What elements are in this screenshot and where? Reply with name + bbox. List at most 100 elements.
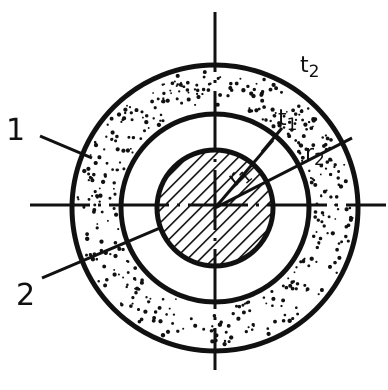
stipple-dot [145,296,148,299]
stipple-dot [100,210,104,214]
stipple-dot [173,80,176,83]
stipple-dot [319,194,323,198]
stipple-dot [103,148,106,151]
stipple-dot [156,122,162,128]
stipple-dot [115,147,120,152]
r2-label: r2 [305,141,325,170]
stipple-dot [111,137,114,140]
stipple-dot [303,122,308,127]
stipple-dot [160,333,166,338]
stipple-dot [262,105,266,109]
stipple-dot [126,271,130,274]
stipple-dot [309,176,312,179]
stipple-dot [297,104,301,108]
stipple-dot [161,297,165,301]
stipple-dot [335,271,338,274]
stipple-dot [150,99,154,104]
stipple-dot [194,103,197,106]
stipple-dot [270,107,275,112]
stipple-dot [127,135,131,139]
stipple-dot [227,340,231,344]
stipple-dot [89,154,92,156]
stipple-dot [262,77,266,82]
stipple-dot [294,118,298,121]
stipple-dot [246,300,251,304]
stipple-dot [125,285,128,289]
stipple-dot [187,91,190,94]
stipple-dot [172,313,176,316]
stipple-dot [346,223,351,228]
stipple-dot [313,182,318,187]
stipple-dot [132,277,137,281]
stipple-dot [280,304,283,308]
stipple-dot [270,289,274,294]
stipple-dot [321,136,324,139]
stipple-dot [186,80,190,85]
stipple-dot [174,298,177,301]
stipple-dot [112,181,116,185]
stipple-dot [282,114,286,118]
stipple-dot [247,108,252,113]
stipple-dot [117,273,120,276]
stipple-dot [319,173,322,176]
stipple-dot [337,255,342,260]
t1-leader-line [260,127,284,153]
stipple-dot [92,172,96,177]
stipple-dot [328,264,332,269]
stipple-dot [193,88,197,91]
stipple-dot [206,88,211,92]
stipple-dot [277,123,282,128]
stipple-dot [110,130,115,135]
stipple-dot [344,207,349,212]
stipple-dot [285,111,288,113]
stipple-dot [105,135,108,138]
stipple-dot [159,113,163,117]
stipple-dot [309,126,314,130]
stipple-dot [264,118,268,122]
stipple-dot [196,94,201,100]
stipple-dot [180,101,184,105]
stipple-dot [129,147,132,150]
stipple-dot [195,88,200,93]
stipple-dot [134,290,138,295]
stipple-dot [309,180,314,185]
stipple-dot [171,321,175,325]
stipple-dot [85,253,88,257]
stipple-dot [170,81,175,86]
stipple-dot [235,304,238,308]
stipple-dot [109,116,114,121]
stipple-dot [178,90,181,93]
stipple-dot [103,173,107,177]
stipple-dot [293,122,297,125]
stipple-dot [76,196,80,199]
stipple-dot [113,268,116,271]
stipple-dot [117,246,122,251]
stipple-dot [295,282,300,286]
stipple-dot [297,149,301,154]
stipple-dot [348,206,352,210]
t2-label: t2 [300,53,319,82]
stipple-dot [348,217,353,222]
stipple-dot [293,271,296,274]
stipple-dot [111,168,114,171]
stipple-dot [128,106,132,109]
stipple-dot [93,190,97,194]
stipple-dot [193,323,198,328]
stipple-dot [282,126,286,129]
stipple-dot [291,108,295,113]
stipple-dot [186,97,191,102]
stipple-dot [102,264,107,269]
stipple-dot [121,148,126,153]
stipple-dot [303,283,307,287]
stipple-dot [300,155,305,160]
stipple-dot [326,232,329,235]
stipple-dot [176,329,180,333]
stipple-dot [140,110,144,114]
stipple-dot [317,293,320,296]
stipple-dot [281,284,285,288]
stipple-dot [103,283,108,288]
stipple-dot [113,253,118,259]
stipple-dot [212,313,217,318]
stipple-dot [182,85,186,89]
stipple-dot [91,176,94,180]
